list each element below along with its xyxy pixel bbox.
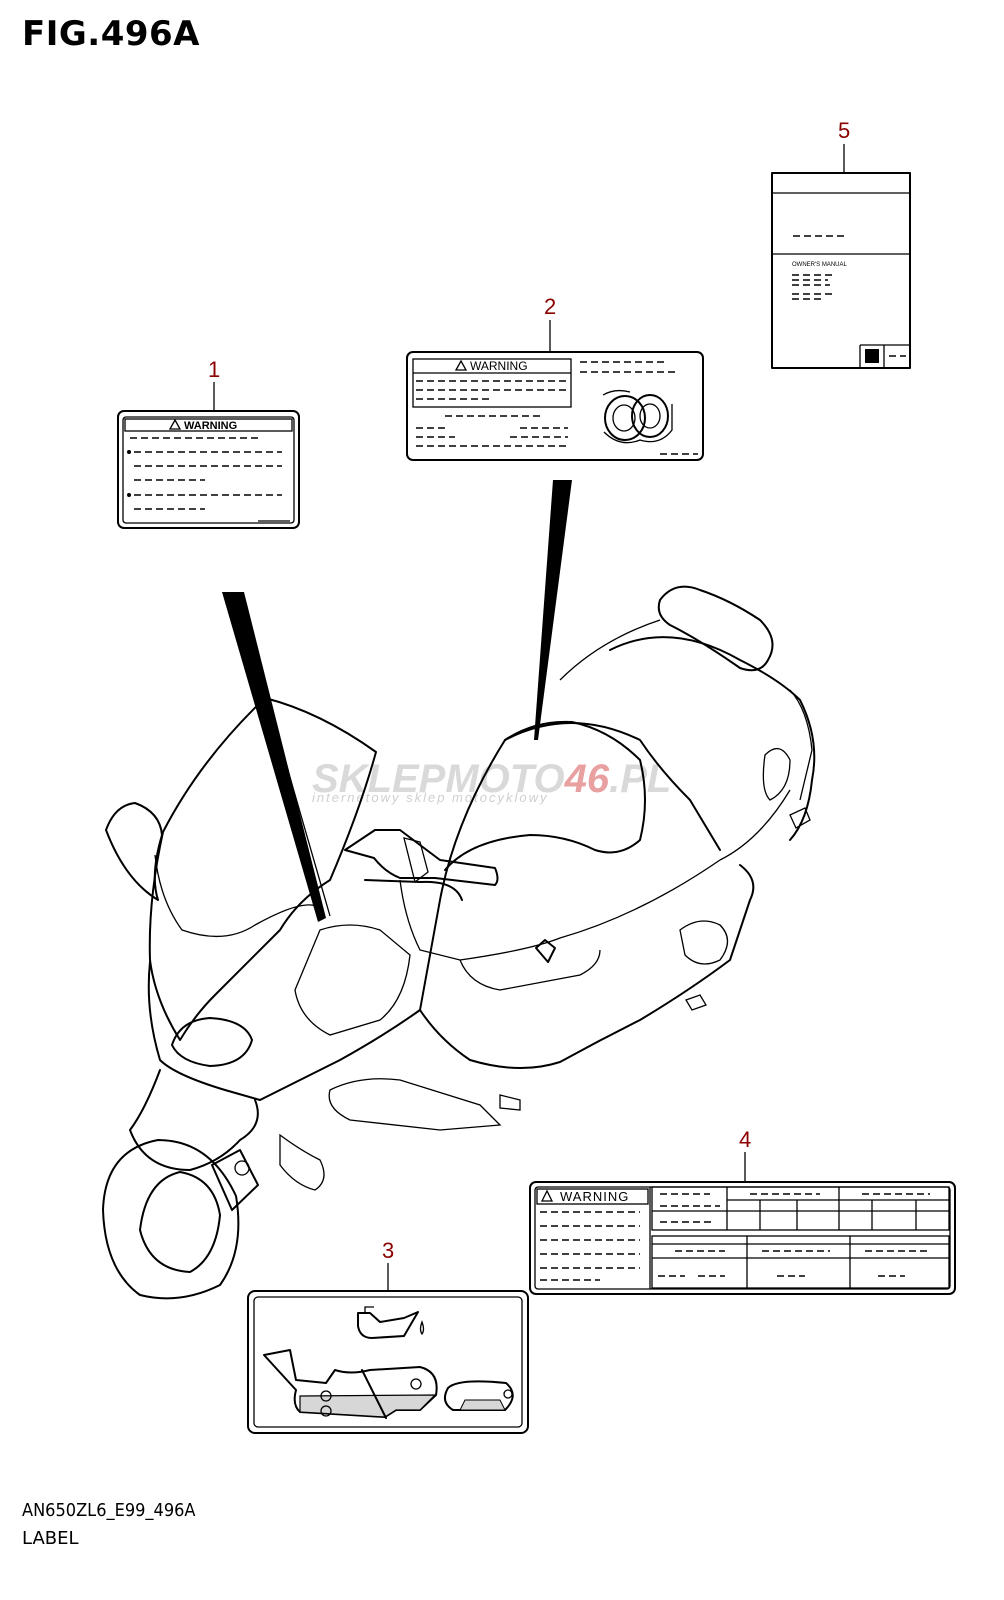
svg-text:3: 3 (382, 1238, 394, 1263)
svg-text:OWNER'S MANUAL: OWNER'S MANUAL (792, 262, 847, 268)
label-2-warning[interactable]: WARNING (406, 351, 704, 461)
leader-wedge-2 (534, 480, 572, 740)
model-code: AN650ZL6_E99_496A (22, 1500, 196, 1521)
section-name: LABEL (22, 1528, 79, 1549)
svg-text:4: 4 (739, 1127, 751, 1152)
svg-text:WARNING: WARNING (560, 1189, 629, 1204)
figure-title: FIG.496A (22, 14, 200, 54)
label-5-owners-manual[interactable]: OWNER'S MANUAL (771, 172, 911, 369)
warning-triangle-icon (454, 359, 468, 371)
svg-text:SKLEPMOTO46.PL: SKLEPMOTO46.PL (312, 757, 671, 801)
suzuki-logo-icon (865, 349, 879, 363)
oil-sight-glass-icon (263, 1349, 438, 1419)
svg-text:1: 1 (208, 357, 220, 382)
svg-text:2: 2 (544, 294, 556, 319)
label-3-oil-level[interactable] (247, 1290, 529, 1434)
callout-2: 2 (544, 294, 556, 352)
dipstick-icon (443, 1380, 514, 1411)
svg-text:WARNING: WARNING (470, 359, 528, 373)
oil-can-icon (357, 1306, 425, 1339)
label-4-warning-table[interactable]: WARNING (529, 1181, 956, 1295)
label-1-warning[interactable]: WARNING (117, 410, 300, 529)
watermark: SKLEPMOTO46.PL internetowy sklep motocyk… (312, 757, 671, 805)
callout-3: 3 (382, 1238, 394, 1291)
svg-text:internetowy sklep motocyklowy: internetowy sklep motocyklowy (312, 790, 548, 805)
warning-triangle-icon (168, 418, 182, 430)
warning-triangle-icon (540, 1189, 554, 1202)
leader-wedge-1 (222, 592, 326, 922)
callout-4: 4 (739, 1127, 751, 1182)
svg-text:5: 5 (838, 118, 850, 143)
callout-5: 5 (838, 118, 850, 173)
callout-1: 1 (208, 357, 220, 411)
svg-text:WARNING: WARNING (184, 420, 237, 432)
helmet-storage-icon (602, 389, 673, 444)
scooter-illustration (102, 585, 816, 1300)
